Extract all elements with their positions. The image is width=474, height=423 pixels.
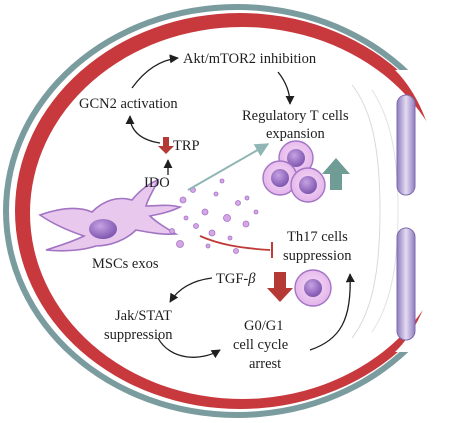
label-th17-2: suppression xyxy=(283,248,352,264)
junction-bar-bottom xyxy=(396,227,416,341)
label-th17-1: Th17 cells xyxy=(287,229,348,245)
arrow-tgf-to-jak xyxy=(169,277,213,303)
junction-outline-2 xyxy=(371,89,399,333)
label-g0-1: G0/G1 xyxy=(244,318,283,334)
label-trp: TRP xyxy=(173,138,200,154)
arrow-gcn2-to-akt xyxy=(131,54,179,89)
exosomes xyxy=(169,178,259,254)
junction-bar-top xyxy=(396,94,416,196)
label-treg-2: expansion xyxy=(266,126,326,142)
arrow-g0-to-th17 xyxy=(309,273,355,351)
down-arrow-icon xyxy=(267,272,293,302)
label-mscs: MSCs exos xyxy=(92,256,159,272)
label-akt: Akt/mTOR2 inhibition xyxy=(183,51,317,67)
label-g0-3: arrest xyxy=(249,356,281,372)
label-gcn2: GCN2 activation xyxy=(79,96,178,112)
msc-nucleus xyxy=(89,219,117,239)
label-tgf: TGF-β xyxy=(216,271,256,287)
arrow-akt-to-treg xyxy=(277,71,295,105)
arrow-trp-to-gcn2 xyxy=(125,115,161,144)
exosome-to-treg-arrow xyxy=(187,143,270,191)
label-ido: IDO xyxy=(144,175,170,191)
label-tgf-prefix: TGF- xyxy=(216,271,248,287)
label-jak-1: Jak/STAT xyxy=(115,308,172,324)
arrow-jak-to-g0 xyxy=(157,337,221,359)
junction-outline xyxy=(351,84,381,339)
treg-cluster xyxy=(262,140,326,203)
junction-cutout xyxy=(395,70,474,352)
label-treg-1: Regulatory T cells xyxy=(242,108,349,124)
up-arrow-icon xyxy=(322,158,350,190)
msc-cell xyxy=(38,178,183,252)
label-g0-2: cell cycle xyxy=(233,337,288,353)
inhibition-line xyxy=(199,235,271,251)
th17-cell xyxy=(294,269,332,307)
label-jak-2: suppression xyxy=(104,327,173,343)
label-tgf-beta: β xyxy=(247,271,256,287)
trp-down-arrow-icon xyxy=(158,137,174,154)
